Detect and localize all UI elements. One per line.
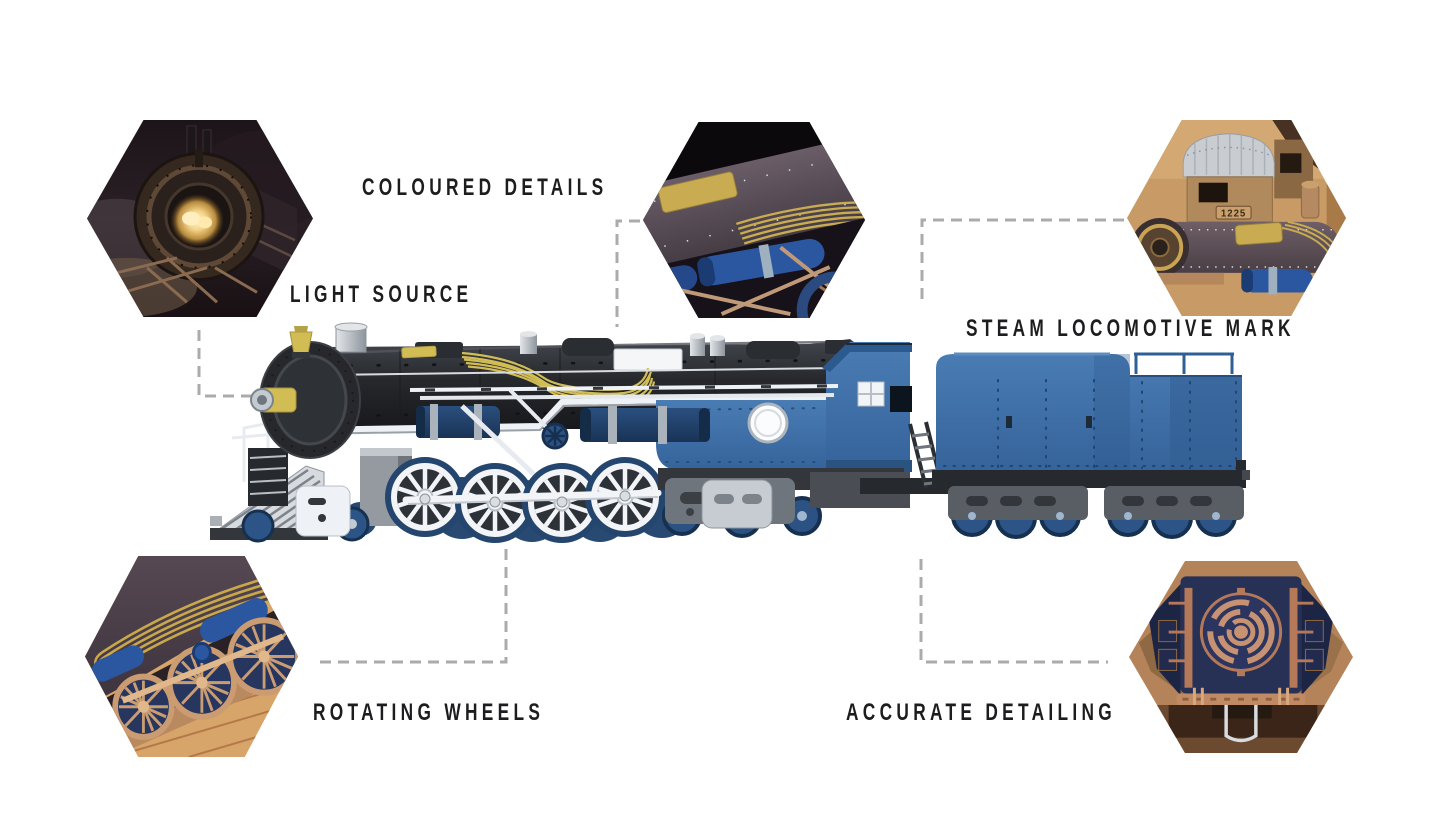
feature-label-steam-locomotive-mark: STEAM LOCOMOTIVE MARK: [966, 315, 1295, 342]
tender-railing: [1134, 352, 1234, 374]
steam-cylinders: [416, 404, 710, 444]
tender-trucks: [948, 486, 1244, 539]
locomotive-illustration: [210, 320, 1250, 555]
feature-image-rotating-wheels: [85, 556, 298, 757]
blue-cylinder-photo: [697, 238, 825, 287]
feature-image-accurate-detailing: [1129, 561, 1353, 753]
boiler-top-hardware: [334, 322, 851, 371]
front-fender: [295, 485, 351, 537]
connector-steam-locomotive-mark: [920, 218, 1124, 301]
pilot-truck: [241, 485, 370, 543]
feature-label-accurate-detailing: ACCURATE DETAILING: [846, 699, 1117, 726]
valve-handwheel: [541, 422, 569, 450]
side-rod: [402, 489, 662, 504]
locomotive-cab: [822, 342, 912, 472]
gold-stripes: [735, 201, 865, 245]
maze-emblem: [1199, 587, 1283, 677]
locomotive-svg: [210, 322, 1250, 555]
steam-dome: [746, 341, 800, 359]
feature-image-light-source: [87, 120, 313, 317]
top-lamp: [289, 331, 313, 355]
handrail: [321, 367, 841, 376]
gold-panel: [657, 171, 738, 213]
sand-dome: [562, 338, 614, 356]
feature-label-rotating-wheels: ROTATING WHEELS: [313, 699, 545, 726]
yellow-roof-panel: [401, 345, 437, 359]
tender: [932, 352, 1250, 539]
feature-image-steam-locomotive-mark: 1225: [1127, 120, 1346, 316]
connecting-rod-photo: [121, 633, 284, 704]
feature-label-coloured-details: COLOURED DETAILS: [362, 174, 608, 201]
connector-rotating-wheels: [318, 549, 508, 664]
number-plate-text: 1225: [1221, 208, 1246, 219]
coupler-loop: [1224, 705, 1258, 743]
driving-wheels: [388, 422, 662, 540]
trailing-truck: [658, 468, 950, 538]
connector-accurate-detailing: [919, 559, 1108, 664]
connector-coloured-details: [615, 219, 640, 327]
copper-wheels: [112, 617, 298, 740]
feature-image-coloured-details: [643, 122, 865, 318]
feature-label-light-source: LIGHT SOURCE: [290, 281, 473, 308]
smokebox-front: [250, 326, 361, 459]
number-plate: [1215, 205, 1252, 220]
cab-doorway: [890, 386, 912, 412]
